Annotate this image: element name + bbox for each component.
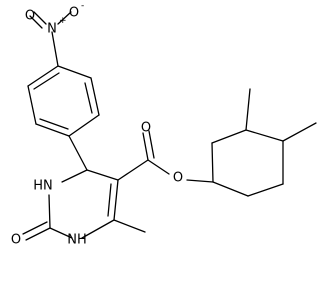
- bond-c4-n3: [61, 169, 88, 183]
- bond-chx-2: [211, 129, 247, 144]
- bond-n-aryl: [51, 31, 59, 67]
- bond-ester-c-o-double: [142, 132, 149, 161]
- bond-c2-o-double: [22, 221, 48, 235]
- atom-label-ring-nh-upper: HN: [33, 179, 53, 194]
- bond-c5-c6: [113, 179, 119, 221]
- atom-label-ring-nh-lower: NH: [67, 233, 87, 248]
- bond-benzene-2-inner: [84, 82, 93, 114]
- atom-label-ester-o: O: [173, 171, 183, 186]
- bond-ester-c-o-double-2: [148, 130, 155, 159]
- bond-c4-c5: [86, 169, 119, 181]
- atom-label-nitro-n: N: [47, 22, 57, 37]
- bond-benzene-6: [27, 65, 59, 87]
- bond-c6-n1: [81, 219, 115, 239]
- bond-benzene-5: [27, 85, 37, 125]
- atom-charge-nitro-n: +: [59, 16, 67, 26]
- atom-label-nitro-o-right: O: [69, 6, 79, 21]
- bond-chx-5: [247, 183, 284, 197]
- bond-chx-3: [245, 129, 284, 142]
- bond-c5-ester-c: [117, 159, 149, 181]
- atom-label-urea-o: O: [11, 233, 21, 248]
- bond-chx-methyl-3: [245, 88, 251, 131]
- bond-aryl-c4: [68, 135, 88, 171]
- bond-c2-o: [25, 227, 51, 241]
- bond-ester-o-cyclohexyl: [186, 179, 214, 183]
- atom-charge-nitro-o-right: -: [81, 1, 84, 11]
- bond-n-o-right: [57, 11, 72, 25]
- bond-c2-n3: [48, 194, 51, 229]
- atom-label-nitro-o-left: O: [25, 9, 35, 24]
- bond-chx-6: [212, 181, 249, 197]
- bond-benzene-2: [90, 77, 100, 116]
- bond-c6-methyl: [113, 219, 146, 233]
- bond-benzene-4-inner: [39, 118, 69, 130]
- bond-benzene-4: [35, 123, 70, 137]
- bond-chx-methyl-4: [282, 122, 317, 142]
- bond-n-o-left-double: [29, 15, 43, 29]
- bond-chx-1: [211, 142, 214, 183]
- bond-n1-c2: [49, 227, 73, 239]
- atom-label-ester-carbonyl-o: O: [141, 121, 151, 136]
- bond-benzene-3: [68, 114, 100, 137]
- bond-n-o-left: [33, 11, 47, 25]
- bond-benzene-6-inner: [33, 72, 60, 90]
- bond-c5-c6-double: [107, 183, 112, 217]
- bond-benzene-1: [57, 65, 92, 79]
- bond-ester-c-o: [147, 159, 170, 175]
